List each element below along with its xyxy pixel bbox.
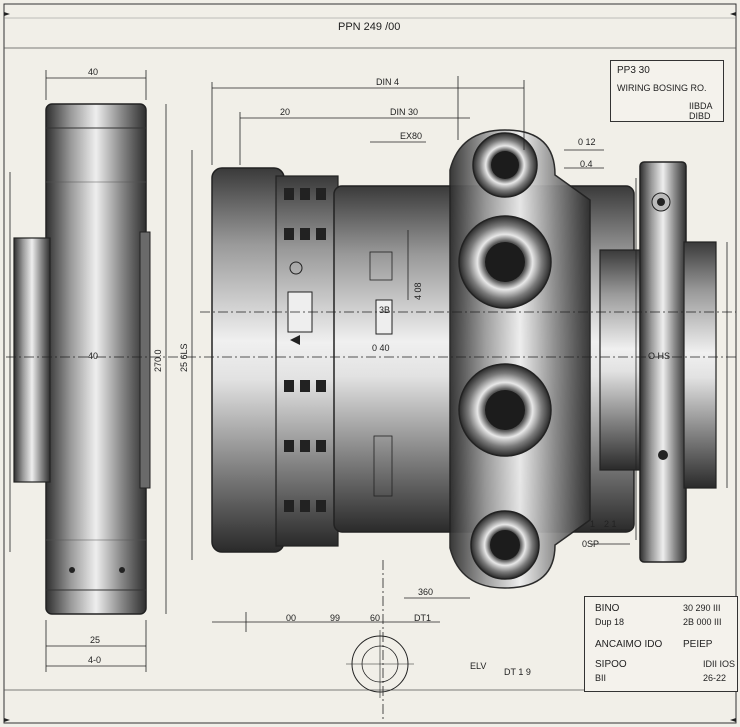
dim-ex80: EX80 <box>400 131 423 141</box>
sheet-border <box>3 3 737 724</box>
tb-r5-left: BII <box>595 673 607 683</box>
tb-r1-left: BINO <box>595 603 620 614</box>
dim-elv: ELV <box>470 661 487 671</box>
dim-din4: DIN 4 <box>376 77 400 87</box>
detail-circle <box>346 630 414 698</box>
tb-r2-right: 2B 000 III <box>683 617 722 627</box>
dim-20: 20 <box>280 107 291 117</box>
dim-04: 0.4 <box>580 159 593 169</box>
dim-99: 99 <box>330 613 341 623</box>
tb-top-line1: PP3 30 <box>617 65 650 76</box>
dim-o-hs: O HS <box>648 351 671 361</box>
marker-3b: 3B <box>379 305 391 315</box>
dim-0sp: 0SP <box>582 539 600 549</box>
dim-dt19: DT 1 9 <box>504 667 531 677</box>
tb-r1-right: 30 290 III <box>683 603 721 613</box>
centerlines <box>6 311 736 720</box>
title-block-bottom: BINO 30 290 III Dup 18 2B 000 III ANCAIM… <box>584 596 738 692</box>
dim-012: 0 12 <box>578 137 596 147</box>
tb-r2-left: Dup 18 <box>595 617 625 627</box>
dim-00: 00 <box>286 613 297 623</box>
dim-2: 2 1 <box>604 519 617 529</box>
tb-r4-left: SIPOO <box>595 659 627 670</box>
dim-din30: DIN 30 <box>390 107 419 117</box>
dim-dt1: DT1 <box>414 613 432 623</box>
dim-1: 1 <box>590 519 596 529</box>
dim-left-vert-b: 25 6LS <box>179 343 189 372</box>
tb-r4-right: IDII IOS <box>703 659 736 669</box>
dim-top-left: 40 <box>88 67 99 77</box>
tb-r5-right: 26-22 <box>703 673 727 683</box>
dim-60: 60 <box>370 613 381 623</box>
dimension-lines <box>9 70 728 672</box>
dim-0-40: 0 40 <box>372 343 390 353</box>
tb-top-line3a: IIBDA <box>689 101 713 111</box>
main-body <box>211 129 717 589</box>
flange-side-view <box>13 103 151 615</box>
dim-left-mid: 40 <box>88 351 99 361</box>
dim-bottom-left-b: 4-0 <box>88 655 102 665</box>
tb-r3-left: ANCAIMO IDO <box>595 639 663 650</box>
tb-top-line2: WIRING BOSING RO. <box>617 83 707 93</box>
dim-left-vert-a: 270.0 <box>153 349 163 372</box>
dim-360: 360 <box>418 587 434 597</box>
tb-r3-right: PEIEP <box>683 639 713 650</box>
tb-top-line3b: DIBD <box>689 111 711 121</box>
drawing-title: PPN 249 /00 <box>338 21 401 33</box>
title-block-top: PP3 30 WIRING BOSING RO. IIBDA DIBD <box>610 60 724 122</box>
dim-bottom-left-a: 25 <box>90 635 101 645</box>
dim-4-08: 4 08 <box>413 282 423 300</box>
